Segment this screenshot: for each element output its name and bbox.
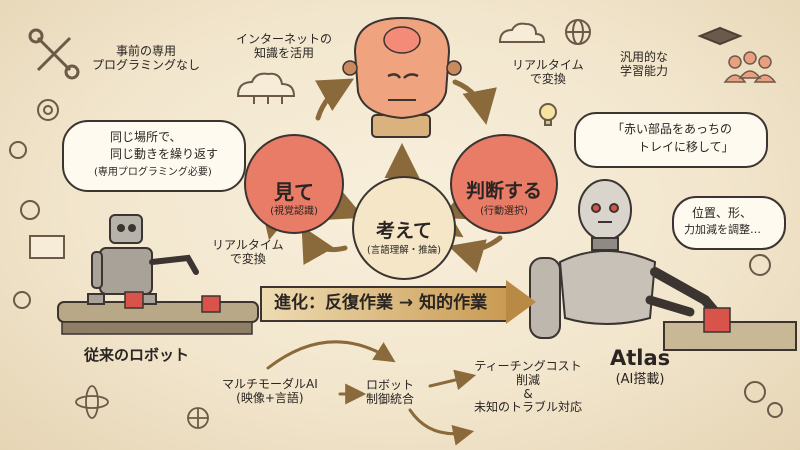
control-line-1: ロボット [366, 378, 415, 392]
benefit-line-4: 未知のトラブル対応 [474, 400, 583, 415]
evolution-banner: 進化：反復作業 → 知的作業 [260, 280, 540, 324]
benefit-line-2: 削減 [516, 372, 541, 387]
robot-control-label: ロボット 制御統合 [366, 378, 414, 407]
no-programming-line-2: プログラミングなし [92, 58, 201, 73]
benefit-line-1: ティーチングコスト [474, 359, 582, 373]
judge-subtitle: (行動選択) [480, 206, 528, 217]
speech-line-1: 「赤い部品をあっちの [612, 122, 733, 136]
adjust-thought-bubble: 位置、形、 力加減を調整… [672, 196, 786, 250]
think-title: 考えて [375, 220, 433, 242]
adjust-line-2: 力加減を調整… [684, 223, 761, 236]
gears-icon [744, 381, 783, 418]
globe-network-icon [187, 407, 209, 429]
mid-realtime-line-1: リアルタイム [212, 238, 284, 252]
benefit-label: ティーチングコスト 削減 & 未知のトラブル対応 [474, 359, 583, 415]
speech-line-2: トレイに移して」 [638, 140, 734, 154]
multimodal-ai-label: マルチモーダルAI (映像+言語) [222, 377, 318, 406]
multimodal-line-1: マルチモーダルAI [222, 377, 318, 391]
see-title: 見て [274, 180, 314, 204]
monitor-icon [29, 235, 65, 259]
lightbulb-icon [539, 103, 557, 126]
ai-robot-head [342, 16, 462, 138]
voice-command-bubble: 「赤い部品をあっちの トレイに移して」 [574, 112, 768, 168]
no-programming-label: 事前の専用 プログラミングなし [92, 44, 200, 73]
callout-line-2: 同じ動きを繰り返す [110, 147, 219, 161]
general-line-2: 学習能力 [620, 64, 669, 79]
cloud-upload-icon [498, 22, 546, 43]
realtime-convert-label: リアルタイム で変換 [512, 58, 584, 87]
red-part-cube [124, 291, 144, 309]
wrench-icon [28, 28, 80, 80]
see-subtitle: (視覚認識) [270, 206, 318, 217]
see-node: 見て (視覚認識) [244, 134, 344, 234]
general-line-1: 汎用的な [620, 50, 669, 64]
red-part-cube [703, 307, 731, 333]
evolution-text: 進化：反復作業 → 知的作業 [274, 293, 488, 313]
realtime-convert-label-left: リアルタイム で変換 [212, 238, 284, 267]
no-programming-line-1: 事前の専用 [116, 44, 177, 58]
realtime-line-2: で変換 [529, 72, 566, 87]
adjust-line-1: 位置、形、 [692, 206, 753, 220]
internet-line-2: 知識を活用 [254, 46, 315, 61]
internet-knowledge-label: インターネットの 知識を活用 [236, 32, 332, 61]
callout-line-1: 同じ場所で、 [110, 130, 182, 144]
think-node: 考えて (言語理解・推論) [352, 176, 456, 280]
think-subtitle: (言語理解・推論) [367, 245, 441, 256]
cycle-arrows [301, 78, 503, 273]
callout-line-3: (専用プログラミング必要) [94, 167, 212, 178]
control-line-2: 制御統合 [366, 392, 415, 407]
mid-realtime-line-2: で変換 [229, 252, 266, 267]
benefit-line-3: & [523, 386, 533, 401]
judge-title: 判断する [465, 180, 542, 202]
realtime-line-1: リアルタイム [512, 58, 584, 72]
judge-node: 判断する (行動選択) [450, 134, 558, 234]
multimodal-line-2: (映像+言語) [236, 391, 304, 406]
general-learning-label: 汎用的な 学習能力 [620, 50, 668, 79]
cloud-network-icon [236, 72, 296, 104]
conveyor-belt [57, 301, 259, 335]
people-icon [723, 51, 777, 83]
old-robot-illustration [87, 214, 199, 305]
repetition-thought-bubble: 同じ場所で、 同じ動きを繰り返す (専用プログラミング必要) [62, 120, 246, 192]
red-part-cube [201, 295, 221, 313]
atlas-subtitle: (AI搭載) [615, 372, 665, 387]
atom-icon [75, 385, 109, 419]
globe-icon [565, 19, 591, 45]
internet-line-1: インターネットの [236, 32, 333, 46]
old-robot-label: 従来のロボット [84, 346, 190, 364]
atlas-robot-illustration [529, 179, 725, 339]
graduation-cap-icon [697, 26, 743, 46]
atlas-name: Atlas [610, 346, 671, 370]
